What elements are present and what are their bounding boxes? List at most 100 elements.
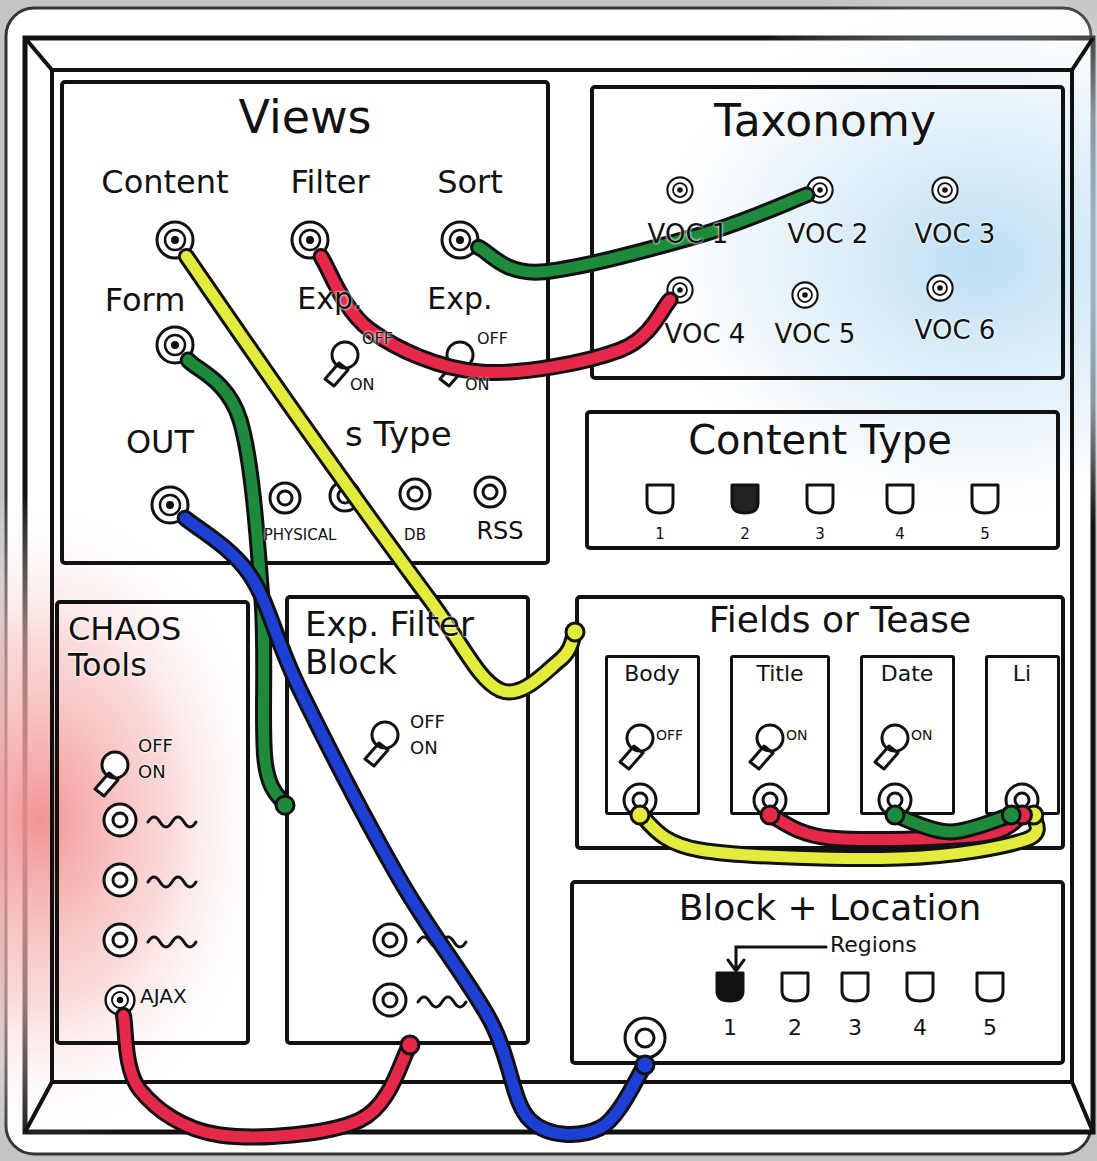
cable-outline bbox=[321, 257, 670, 373]
jack-socket bbox=[104, 864, 136, 896]
patch-cable bbox=[185, 518, 654, 1134]
jack-outline bbox=[926, 274, 954, 302]
toggle-switch bbox=[620, 725, 653, 769]
patch-jack: VOC 1 bbox=[666, 176, 694, 204]
jack-ring bbox=[927, 275, 952, 300]
jack-hole bbox=[942, 187, 948, 193]
cable-outline bbox=[479, 195, 807, 272]
type-button bbox=[972, 485, 998, 513]
jack-label: AJAX bbox=[140, 985, 187, 1007]
jack-outline bbox=[666, 176, 694, 204]
cable-core bbox=[321, 257, 670, 373]
cable-outline bbox=[895, 815, 1011, 832]
button-group bbox=[647, 485, 1003, 1001]
jack-socket bbox=[625, 1018, 665, 1058]
jack-label: VOC 6 bbox=[795, 316, 1097, 345]
toggle-switch bbox=[875, 725, 908, 769]
type-button bbox=[647, 485, 673, 513]
field-label: Li bbox=[862, 662, 1097, 687]
cable-outline bbox=[124, 1016, 410, 1137]
jack-inner-ring bbox=[813, 183, 827, 197]
patch-cable bbox=[761, 806, 1032, 840]
jack-ring bbox=[667, 277, 692, 302]
panel-title: CHAOS Tools bbox=[68, 612, 238, 684]
panel-title: Block + Location bbox=[670, 888, 990, 928]
jack-label: Sort bbox=[310, 165, 630, 201]
jack-socket bbox=[374, 924, 406, 956]
panel-label: OFF bbox=[362, 330, 393, 348]
panel-label: 5 bbox=[830, 1016, 1097, 1041]
jack-socket bbox=[104, 804, 136, 836]
jack-ring bbox=[106, 986, 135, 1015]
jack-socket bbox=[104, 924, 136, 956]
cable-plug bbox=[401, 1036, 419, 1054]
jack-inner-ring bbox=[112, 992, 128, 1008]
jack-label: Form bbox=[0, 283, 305, 319]
region-button bbox=[842, 973, 868, 1001]
region-button bbox=[782, 973, 808, 1001]
panel-label: 3 bbox=[660, 526, 980, 543]
panel-label: OFF bbox=[138, 736, 173, 756]
panel-title: Content Type bbox=[660, 418, 980, 463]
jack-socket bbox=[270, 483, 300, 513]
jack-ring bbox=[157, 327, 193, 363]
jack-inner-ring bbox=[798, 288, 812, 302]
cable-plug bbox=[631, 806, 649, 824]
jack-ring bbox=[157, 222, 193, 258]
jack-inner-ring bbox=[165, 335, 185, 355]
panel-label: RSS bbox=[340, 518, 660, 545]
jack-hole bbox=[456, 236, 464, 244]
unlabeled-squiggle bbox=[148, 877, 196, 887]
jack-ring bbox=[292, 222, 328, 258]
jack-hole bbox=[171, 341, 179, 349]
jack-inner-ring bbox=[933, 281, 947, 295]
jack-socket bbox=[400, 479, 430, 509]
toggle-switch bbox=[95, 752, 128, 796]
pink-glow-area bbox=[0, 490, 280, 1150]
panel-title: Views bbox=[145, 92, 465, 144]
panel-title: Taxonomy bbox=[665, 96, 985, 145]
jack-hole bbox=[817, 187, 823, 193]
cable-core bbox=[124, 1016, 410, 1137]
cable-core bbox=[188, 360, 285, 805]
jack-ring bbox=[807, 177, 832, 202]
panel-label: 4 bbox=[760, 1016, 1080, 1041]
panel-label: s Type bbox=[345, 415, 452, 453]
jack-inner-ring bbox=[938, 183, 952, 197]
panel-label: ON bbox=[786, 728, 808, 744]
jack-inner-ring bbox=[673, 283, 687, 297]
panel-label: 2 bbox=[585, 526, 905, 543]
jack-inner-ring bbox=[673, 183, 687, 197]
cable-core bbox=[479, 195, 807, 272]
jack-inner-ring bbox=[160, 495, 180, 515]
jack-hole bbox=[166, 501, 174, 509]
cable-plug bbox=[636, 1056, 654, 1074]
panel-label: 4 bbox=[740, 526, 1060, 543]
cable-outline bbox=[640, 815, 1037, 859]
jack-inner-ring bbox=[450, 230, 470, 250]
jack-socket bbox=[374, 984, 406, 1016]
region-button bbox=[717, 973, 743, 1001]
blue-glow-area bbox=[620, 0, 1097, 540]
unlabeled-squiggle bbox=[418, 997, 466, 1007]
unlabeled-squiggle bbox=[148, 937, 196, 947]
toggle-switch bbox=[365, 722, 398, 766]
panel-label: 2 bbox=[635, 1016, 955, 1041]
cable-core bbox=[640, 815, 1037, 859]
panel-label: 5 bbox=[825, 526, 1097, 543]
panel-label: ON bbox=[410, 738, 438, 758]
cable-plug bbox=[761, 806, 779, 824]
panel-title: Fields or Tease bbox=[680, 600, 1000, 640]
panel-label: 1 bbox=[570, 1016, 890, 1041]
toggle-switch bbox=[750, 725, 783, 769]
panel-label: ON bbox=[911, 728, 933, 744]
cable-plug bbox=[276, 796, 294, 814]
jack-hole bbox=[802, 292, 808, 298]
cable-outline bbox=[188, 360, 285, 805]
panel-label: OFF bbox=[477, 330, 508, 348]
panel-label: OFF bbox=[410, 712, 445, 732]
jack-inner-ring bbox=[165, 230, 185, 250]
panel-label: ON bbox=[350, 376, 375, 394]
jack-outline bbox=[791, 281, 819, 309]
